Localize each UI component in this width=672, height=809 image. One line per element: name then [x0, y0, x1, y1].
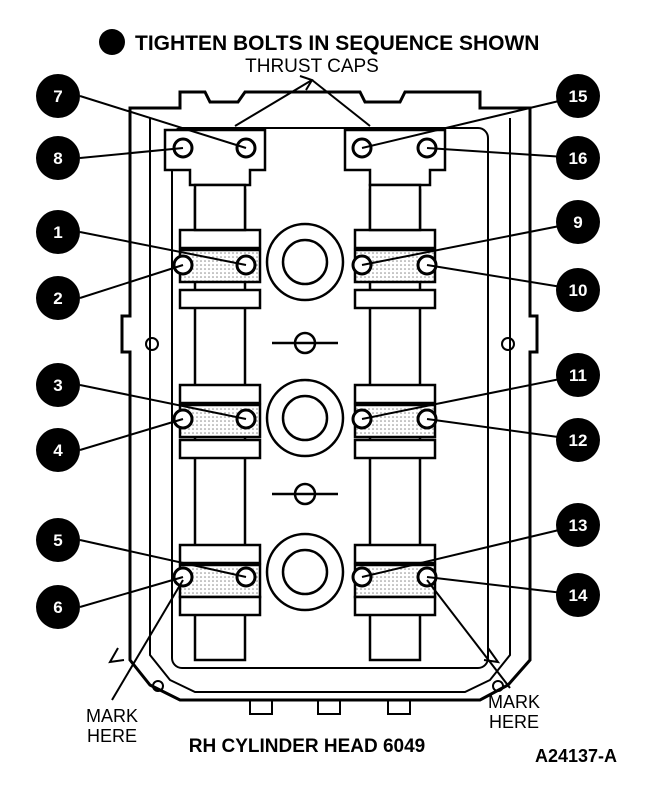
- svg-text:6: 6: [53, 598, 62, 617]
- leader-lines: [79, 75, 581, 701]
- svg-text:9: 9: [573, 213, 582, 232]
- svg-text:4: 4: [53, 441, 63, 460]
- svg-text:1: 1: [53, 223, 62, 242]
- svg-text:12: 12: [569, 431, 588, 450]
- callout-6: 6: [36, 585, 80, 629]
- svg-text:3: 3: [53, 376, 62, 395]
- header-title: TIGHTEN BOLTS IN SEQUENCE SHOWN: [135, 32, 539, 55]
- camshaft-right: [353, 188, 437, 662]
- callouts: 7 8 15 16 1 2 9 10 3 4 11 12 5 6 13 14: [36, 74, 600, 629]
- svg-text:16: 16: [569, 149, 588, 168]
- svg-text:14: 14: [569, 586, 588, 605]
- svg-text:11: 11: [569, 366, 587, 385]
- svg-text:7: 7: [53, 87, 62, 106]
- mark-here-left-line2: HERE: [87, 726, 137, 746]
- thrust-caps-label: THRUST CAPS: [245, 56, 379, 77]
- svg-text:15: 15: [569, 87, 588, 106]
- diagram-caption: RH CYLINDER HEAD 6049: [189, 736, 426, 757]
- callout-8: 8: [36, 136, 80, 180]
- svg-text:13: 13: [569, 516, 588, 535]
- callout-12: 12: [556, 418, 600, 462]
- figure-id: A24137-A: [535, 746, 617, 766]
- bullet-icon: [99, 29, 125, 55]
- callout-4: 4: [36, 428, 80, 472]
- svg-text:5: 5: [53, 531, 62, 550]
- mark-here-right-line2: HERE: [489, 712, 539, 732]
- callout-7: 7: [36, 74, 80, 118]
- callout-14: 14: [556, 573, 600, 617]
- svg-text:2: 2: [53, 289, 62, 308]
- callout-11: 11: [556, 353, 600, 397]
- spark-plug-bores: [265, 222, 345, 612]
- callout-15: 15: [556, 74, 600, 118]
- callout-2: 2: [36, 276, 80, 320]
- callout-10: 10: [556, 268, 600, 312]
- svg-text:10: 10: [569, 281, 588, 300]
- callout-16: 16: [556, 136, 600, 180]
- callout-9: 9: [556, 200, 600, 244]
- mark-here-right-line1: MARK: [488, 692, 540, 712]
- callout-13: 13: [556, 503, 600, 547]
- mark-here-left-line1: MARK: [86, 706, 138, 726]
- callout-5: 5: [36, 518, 80, 562]
- callout-3: 3: [36, 363, 80, 407]
- callout-1: 1: [36, 210, 80, 254]
- svg-text:8: 8: [53, 149, 62, 168]
